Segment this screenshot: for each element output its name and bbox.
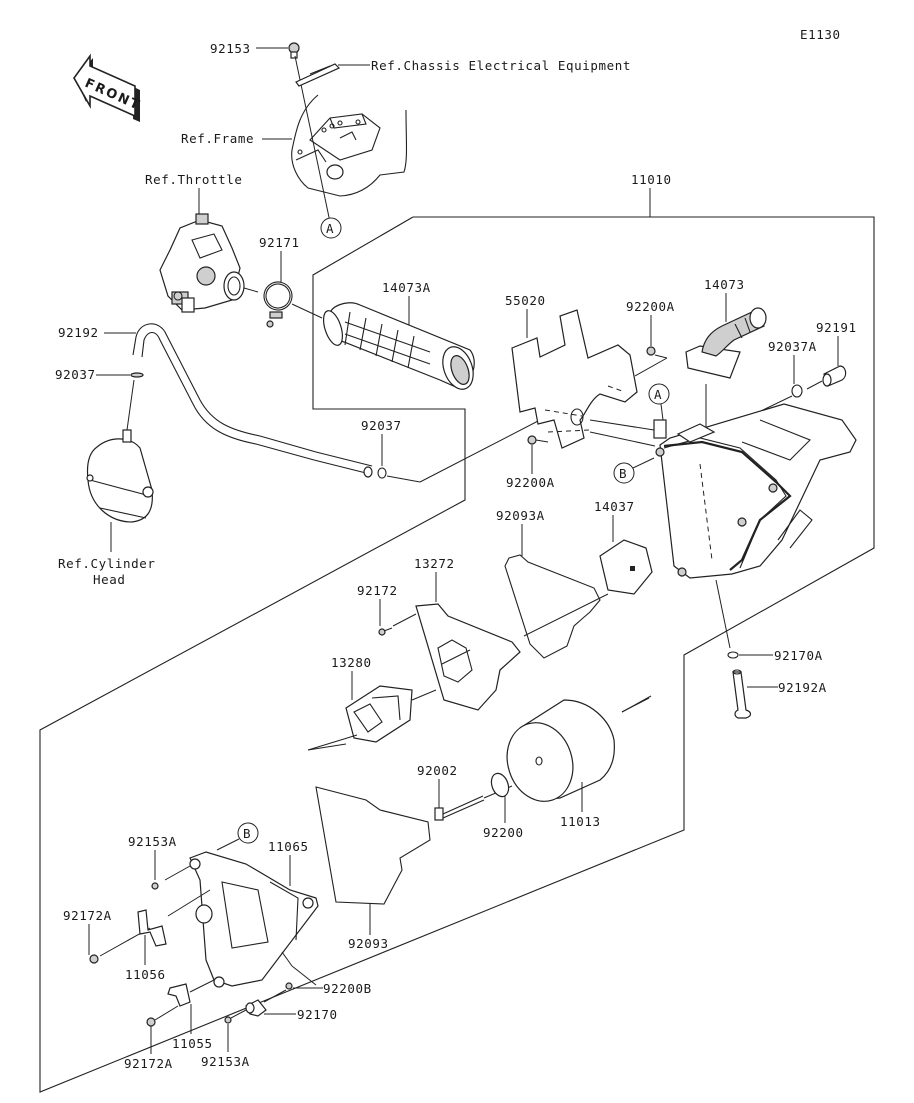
part-label-92002: 92002 (417, 763, 458, 778)
part-label-11065: 11065 (268, 839, 309, 854)
part-label-11010: 11010 (631, 172, 672, 187)
frame-section-icon (291, 94, 408, 197)
bolt-92153A-top-icon (151, 882, 159, 890)
part-label-92192: 92192 (58, 325, 99, 340)
part-label-14037: 14037 (594, 499, 635, 514)
ref-chassis-electrical: Ref.Chassis Electrical Equipment (371, 58, 631, 73)
ref-cylinder-head-line1: Ref.Cylinder (58, 556, 156, 571)
callout-a-frame-label: A (326, 221, 334, 236)
part-label-92200A-bottom: 92200A (506, 475, 555, 490)
part-label-14073A: 14073A (382, 280, 431, 295)
part-label-92093A: 92093A (496, 508, 545, 523)
callout-b-cover-label: B (243, 826, 251, 841)
part-label-13272: 13272 (414, 556, 455, 571)
part-label-92037-left: 92037 (55, 367, 96, 382)
gasket-92093-icon (315, 786, 431, 905)
callout-b-airbox (613, 462, 635, 484)
part-label-92200: 92200 (483, 825, 524, 840)
washer-92200-icon (490, 772, 510, 798)
part-label-92172: 92172 (357, 583, 398, 598)
part-label-92172A-bottom: 92172A (124, 1056, 173, 1071)
callout-a-frame (320, 217, 342, 239)
assembly-11010-outline (39, 216, 875, 1093)
nut-92200A-bottom-icon (527, 435, 537, 445)
plate-55020-icon (511, 309, 638, 449)
part-label-92153A-top: 92153A (128, 834, 177, 849)
bolt-92002-icon (434, 795, 485, 821)
part-label-13280: 13280 (331, 655, 372, 670)
part-label-11055: 11055 (172, 1036, 213, 1051)
ref-cylinder-head-line2: Head (93, 572, 126, 587)
part-label-11056: 11056 (125, 967, 166, 982)
part-label-92037A: 92037A (768, 339, 817, 354)
throttle-body-icon (159, 213, 245, 313)
part-label-92192A: 92192A (778, 680, 827, 695)
part-label-92093: 92093 (348, 936, 389, 951)
ref-frame: Ref.Frame (181, 131, 254, 146)
chassis-bracket-icon (295, 63, 341, 87)
screw-92172A-bottom-icon (146, 1017, 156, 1027)
part-label-92153A-bottom: 92153A (201, 1054, 250, 1069)
grommet-92170-icon (245, 999, 267, 1017)
bracket-11056-icon (137, 909, 167, 947)
part-label-92037-mid: 92037 (361, 418, 402, 433)
part-label-92153: 92153 (210, 41, 251, 56)
cap-92191-icon (822, 365, 847, 387)
part-label-92200B: 92200B (323, 981, 372, 996)
callout-a-airbox (648, 383, 670, 405)
duct-14073-icon (685, 307, 767, 379)
part-label-92170A: 92170A (774, 648, 823, 663)
part-label-55020: 55020 (505, 293, 546, 308)
air-filter-element-11013-icon (506, 699, 615, 802)
drain-tube-92192A-icon (732, 669, 752, 719)
airbox-housing-icon (653, 403, 857, 579)
ref-throttle: Ref.Throttle (145, 172, 243, 187)
diagram-code: E1130 (800, 27, 841, 42)
cover-14037-icon (599, 539, 653, 595)
screw-92172A-left-icon (89, 954, 99, 964)
element-frame-13280-icon (345, 685, 413, 743)
bolt-icon (288, 42, 300, 59)
breather-hose-92192-icon (132, 323, 373, 478)
clamp-92170A-icon (727, 651, 739, 659)
part-label-92191: 92191 (816, 320, 857, 335)
callout-b-cover (237, 822, 259, 844)
part-label-14073: 14073 (704, 277, 745, 292)
clip-92037-left-icon (130, 372, 144, 378)
clamp-92171-icon (263, 281, 293, 328)
frame-reference-group: 92153 Ref.Chassis Electrical Equipment R… (181, 41, 631, 239)
nut-92200A-top-icon (646, 346, 656, 356)
gasket-92093A-icon (504, 554, 601, 659)
bolt-92153A-bottom-icon (224, 1016, 232, 1024)
part-label-92170: 92170 (297, 1007, 338, 1022)
clip-92037-mid-icon (377, 467, 387, 479)
part-label-92172A-left: 92172A (63, 908, 112, 923)
washer-92200B-icon (285, 982, 293, 990)
clip-92037A-icon (791, 384, 803, 398)
cover-11065-icon (189, 851, 319, 988)
part-label-92171: 92171 (259, 235, 300, 250)
callout-a-airbox-label: A (654, 387, 662, 402)
part-label-11013: 11013 (560, 814, 601, 829)
cylinder-head-cover-icon (86, 429, 154, 523)
screw-92172-icon (378, 627, 393, 636)
callout-b-airbox-label: B (619, 466, 627, 481)
front-arrow-icon: FRONT (73, 53, 143, 122)
intake-tube-14073A-icon (322, 302, 475, 390)
holder-13272-icon (415, 603, 521, 711)
bracket-11055-icon (167, 983, 191, 1007)
part-label-92200A-top: 92200A (626, 299, 675, 314)
